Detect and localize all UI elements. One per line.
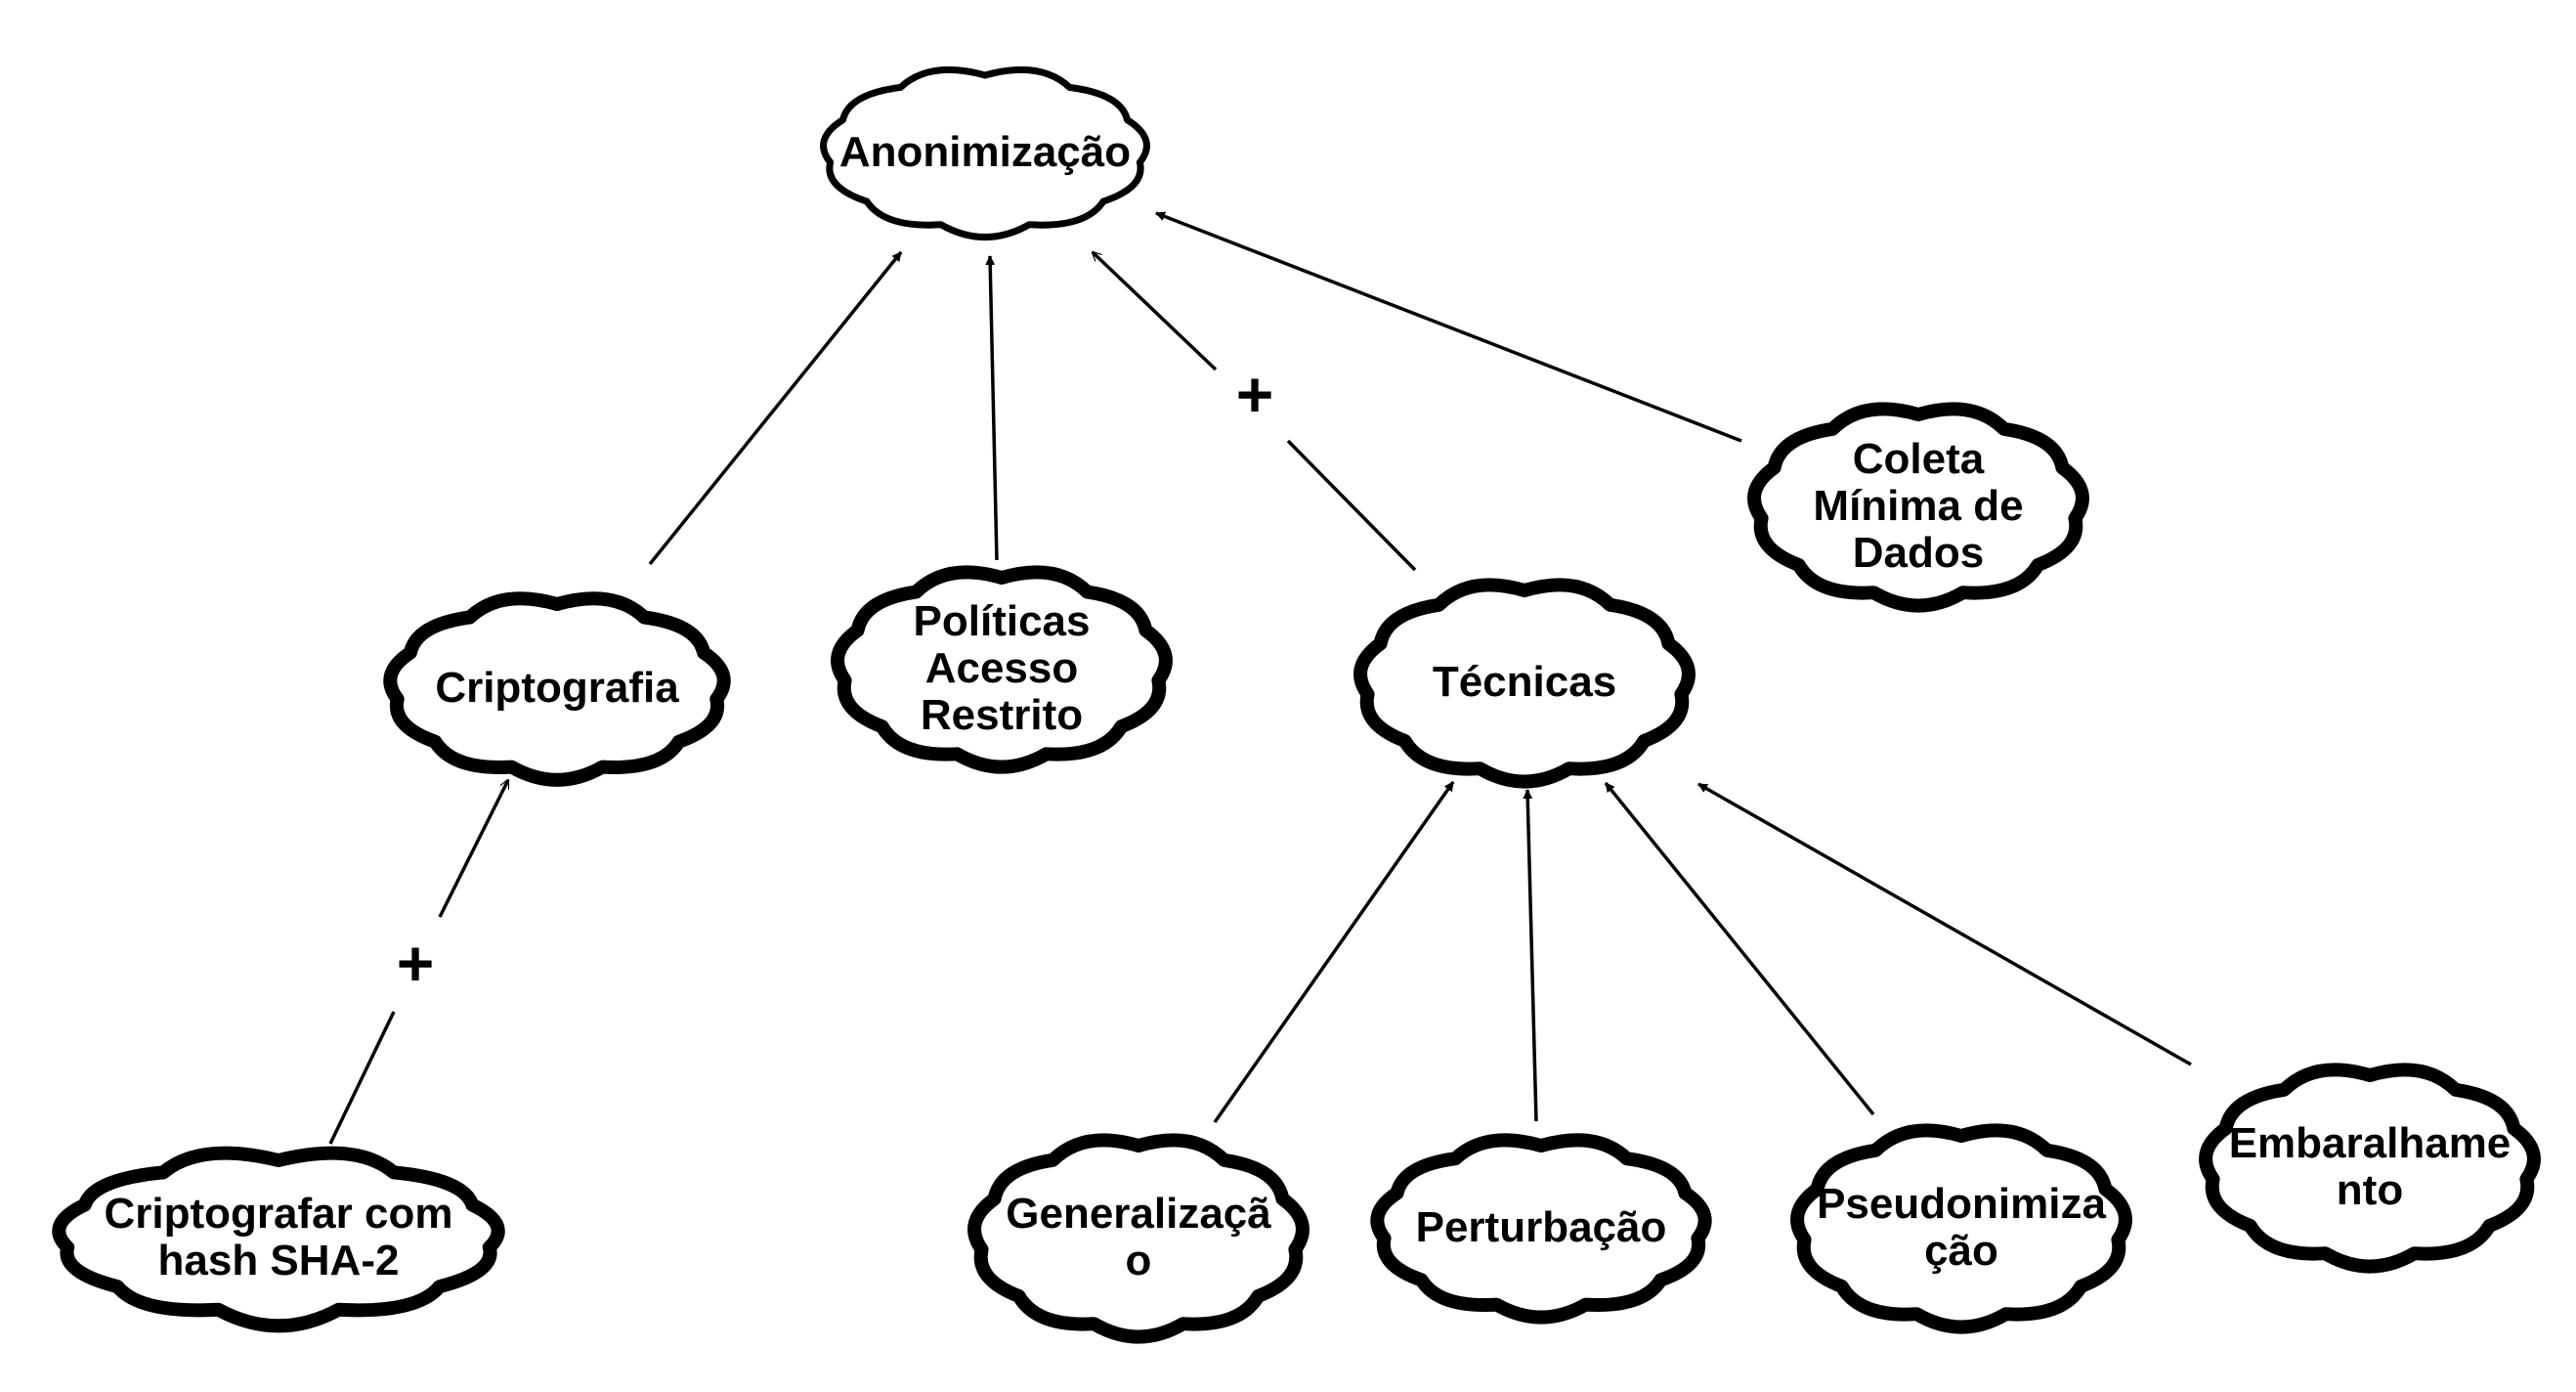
goal-politicas-label-line-3: Restrito (921, 691, 1083, 739)
goal-anonimizacao-cloud-shape (820, 65, 1150, 241)
edge-tecnicas-to-anonimizacao-upper (1093, 252, 1218, 371)
goal-coleta-label-line-3: Dados (1853, 529, 1984, 577)
edge-coleta-to-anonimizacao (1155, 211, 1742, 443)
contribution-label-tecnicas: + (1236, 358, 1274, 430)
edge-criptografar-to-criptografia-upper (438, 780, 510, 918)
goal-generalizacao-label-line-1: Generalizaçã (1006, 1190, 1271, 1238)
goal-pseudonimizacao-cloud-shape (1790, 1123, 2132, 1334)
goal-embaralhamento-label-line-2: nto (2337, 1166, 2403, 1214)
goal-coleta-cloud-shape (1747, 402, 2089, 613)
edge-tecnicas-to-anonimizacao-lower (1286, 439, 1417, 572)
goal-tecnicas[interactable]: Técnicas (1353, 578, 1696, 789)
goal-embaralhamento-cloud-shape (2199, 1063, 2541, 1274)
goal-perturbacao[interactable]: Perturbação (1370, 1133, 1712, 1325)
goal-generalizacao-cloud-shape (967, 1133, 1309, 1344)
goal-criptografar-label-line-1: Criptografar com (105, 1190, 453, 1238)
goal-criptografia[interactable]: Criptografia (383, 591, 731, 787)
edge-criptografar-to-criptografia-lower (328, 1011, 396, 1145)
goal-perturbacao-label-line-1: Perturbação (1416, 1203, 1667, 1251)
goal-pseudonimizacao-label-line-1: Pseudonimiza (1817, 1180, 2106, 1228)
goal-perturbacao-cloud-shape (1370, 1133, 1712, 1325)
goal-criptografia-label-line-1: Criptografia (435, 664, 679, 712)
goal-criptografar-label-line-2: hash SHA-2 (158, 1237, 400, 1284)
goal-pseudonimizacao-label-line-2: ção (1924, 1227, 1998, 1275)
edge-pseudonimizacao-to-tecnicas (1604, 781, 1875, 1116)
contribution-label-criptografar: + (397, 927, 435, 999)
goal-politicas-label-line-1: Políticas (914, 597, 1091, 645)
goal-anonimizacao-label-line-1: Anonimização (839, 128, 1131, 176)
goal-embaralhamento-label-line-1: Embaralhame (2229, 1119, 2512, 1167)
goal-politicas-cloud-shape (831, 565, 1173, 774)
goal-coleta-label-line-1: Coleta (1853, 435, 1985, 483)
goal-tecnicas-label-line-1: Técnicas (1433, 658, 1616, 706)
goal-criptografia-cloud-shape (383, 591, 731, 787)
goal-politicas-label-line-2: Acesso (925, 644, 1079, 692)
goal-tecnicas-cloud-shape (1353, 578, 1696, 789)
goal-generalizacao-label-line-2: o (1126, 1237, 1152, 1284)
edge-politicas-to-anonimizacao (985, 255, 999, 561)
edge-embaralhamento-to-tecnicas (1697, 782, 2192, 1066)
goal-anonimizacao[interactable]: Anonimização (820, 65, 1150, 241)
goal-coleta-label-line-2: Mínima de (1813, 482, 2023, 530)
goal-criptografar-cloud-shape (52, 1146, 505, 1333)
edge-generalizacao-to-tecnicas (1213, 780, 1455, 1124)
edge-criptografia-to-anonimizacao (648, 250, 903, 566)
edge-perturbacao-to-tecnicas (1523, 789, 1538, 1122)
